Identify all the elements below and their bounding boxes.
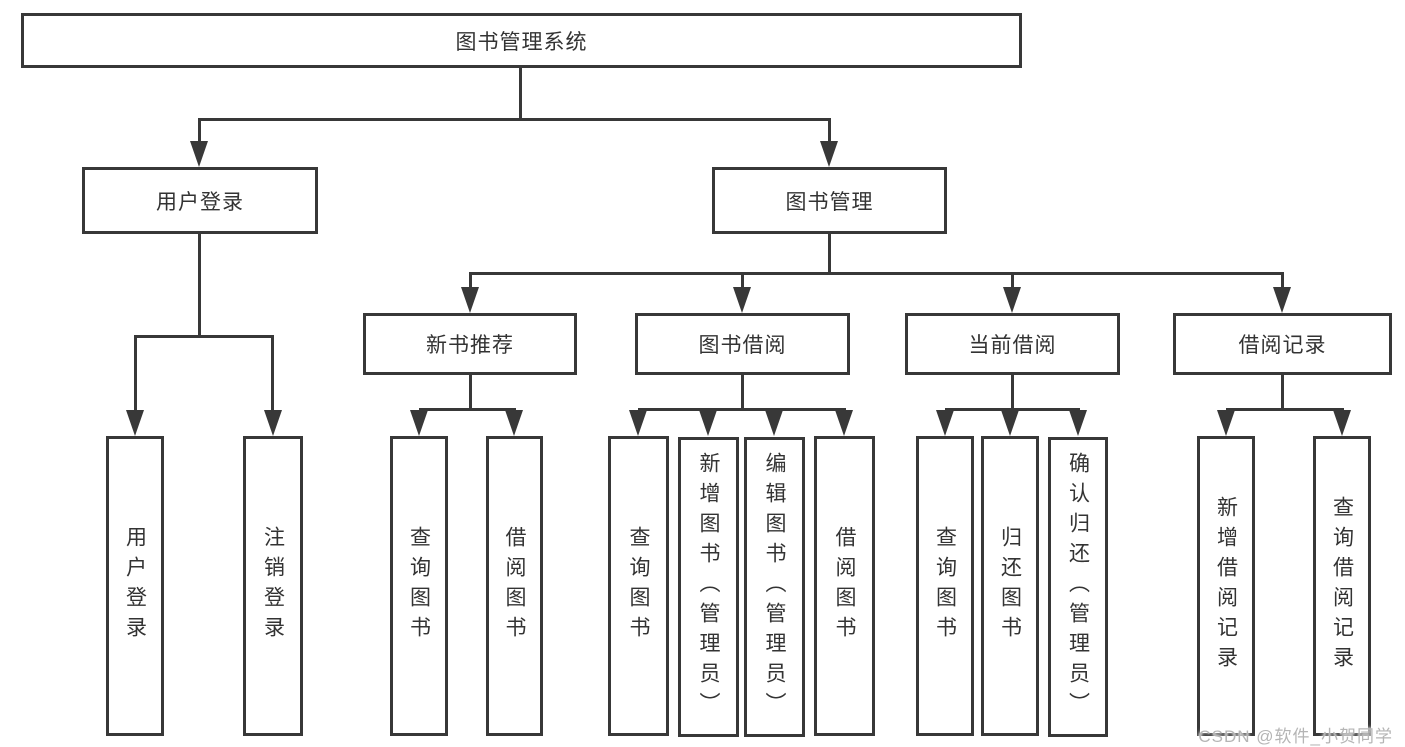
watermark: CSDN @软件_小贺同学 <box>1198 727 1393 746</box>
connector-drop-login-leaf <box>134 335 137 412</box>
arrow-down-icon <box>699 410 717 436</box>
node-book-borrow-label: 图书借阅 <box>698 334 787 357</box>
connector-book-management-stem <box>828 234 831 272</box>
arrow-down-icon <box>1003 287 1021 313</box>
node-new-book-recommend: 新书推荐 <box>363 313 577 375</box>
leaf-user-login-label: 用户登录 <box>123 526 147 646</box>
leaf-borrow-books: 借阅图书 <box>814 436 875 736</box>
connector-drop-current-borrow <box>1011 272 1014 290</box>
leaf-add-books-admin: 新增图书（管理员） <box>678 437 739 737</box>
leaf-logout-label: 注销登录 <box>261 526 285 646</box>
connector-current-borrow-branch <box>945 408 1080 411</box>
leaf-edit-books-admin: 编辑图书（管理员） <box>744 437 805 737</box>
leaf-return-books-label: 归还图书 <box>998 526 1022 646</box>
leaf-add-books-admin-label: 新增图书（管理员） <box>697 452 720 722</box>
leaf-borrow-books-recommend-label: 借阅图书 <box>503 526 526 646</box>
connector-drop-book-borrow <box>741 272 744 290</box>
node-book-borrow: 图书借阅 <box>635 313 850 375</box>
connector-new-book-stem <box>469 375 472 408</box>
connector-user-login-branch <box>134 335 274 338</box>
node-current-borrow-label: 当前借阅 <box>968 334 1057 357</box>
arrow-down-icon <box>1217 410 1235 436</box>
connector-drop-book-management <box>828 118 831 144</box>
arrow-down-icon <box>629 410 647 436</box>
node-borrow-record-label: 借阅记录 <box>1238 334 1327 357</box>
connector-root-branch <box>199 118 831 121</box>
connector-drop-new-book <box>469 272 472 290</box>
node-user-login-label: 用户登录 <box>156 190 244 214</box>
leaf-query-books-recommend-label: 查询图书 <box>407 526 431 646</box>
node-current-borrow: 当前借阅 <box>905 313 1120 375</box>
arrow-down-icon <box>820 141 838 167</box>
arrow-down-icon <box>126 410 144 436</box>
connector-new-book-branch <box>419 408 516 411</box>
leaf-add-borrow-record-label: 新增借阅记录 <box>1214 496 1238 676</box>
arrow-down-icon <box>765 410 783 436</box>
arrow-down-icon <box>733 287 751 313</box>
leaf-edit-books-admin-label: 编辑图书（管理员） <box>763 452 786 722</box>
leaf-user-login: 用户登录 <box>106 436 164 736</box>
leaf-borrow-books-label: 借阅图书 <box>833 526 856 646</box>
node-book-management-label: 图书管理 <box>785 190 874 214</box>
arrow-down-icon <box>835 410 853 436</box>
connector-borrow-record-branch <box>1226 408 1344 411</box>
connector-user-login-stem <box>198 234 201 335</box>
connector-book-borrow-stem <box>741 375 744 408</box>
node-book-management: 图书管理 <box>712 167 947 234</box>
connector-book-borrow-branch <box>638 408 846 411</box>
arrow-down-icon <box>1001 410 1019 436</box>
connector-drop-borrow-record <box>1281 272 1284 290</box>
leaf-add-borrow-record: 新增借阅记录 <box>1197 436 1255 736</box>
connector-current-borrow-stem <box>1011 375 1014 408</box>
leaf-query-books-borrow-label: 查询图书 <box>627 526 650 646</box>
node-borrow-record: 借阅记录 <box>1173 313 1392 375</box>
arrow-down-icon <box>1273 287 1291 313</box>
connector-drop-user-login <box>198 118 201 144</box>
leaf-query-books-borrow: 查询图书 <box>608 436 669 736</box>
connector-drop-logout-leaf <box>271 335 274 412</box>
arrow-down-icon <box>461 287 479 313</box>
arrow-down-icon <box>505 410 523 436</box>
leaf-confirm-return-admin: 确认归还（管理员） <box>1048 437 1108 737</box>
connector-book-management-branch <box>469 272 1283 275</box>
connector-borrow-record-stem <box>1281 375 1284 408</box>
connector-root-stem <box>519 68 522 118</box>
arrow-down-icon <box>1333 410 1351 436</box>
node-new-book-recommend-label: 新书推荐 <box>426 334 514 357</box>
leaf-query-borrow-record: 查询借阅记录 <box>1313 436 1371 736</box>
arrow-down-icon <box>1069 410 1087 436</box>
arrow-down-icon <box>410 410 428 436</box>
arrow-down-icon <box>936 410 954 436</box>
node-user-login: 用户登录 <box>82 167 318 234</box>
leaf-query-books-recommend: 查询图书 <box>390 436 448 736</box>
leaf-query-books-current: 查询图书 <box>916 436 974 736</box>
node-root-label: 图书管理系统 <box>455 30 588 54</box>
arrow-down-icon <box>264 410 282 436</box>
node-root-library-system: 图书管理系统 <box>21 13 1022 68</box>
leaf-borrow-books-recommend: 借阅图书 <box>486 436 543 736</box>
leaf-query-books-current-label: 查询图书 <box>933 526 957 646</box>
arrow-down-icon <box>190 141 208 167</box>
leaf-return-books: 归还图书 <box>981 436 1039 736</box>
leaf-logout: 注销登录 <box>243 436 303 736</box>
leaf-confirm-return-admin-label: 确认归还（管理员） <box>1066 452 1090 722</box>
leaf-query-borrow-record-label: 查询借阅记录 <box>1330 496 1354 676</box>
